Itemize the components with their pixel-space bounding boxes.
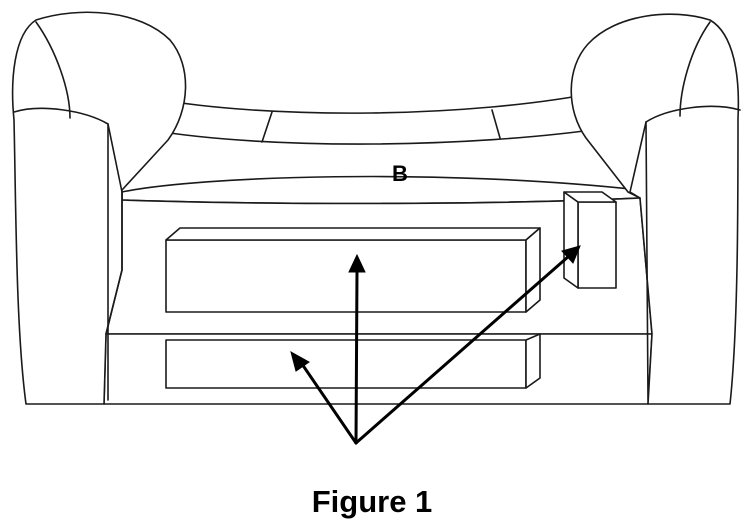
side-pocket-top bbox=[563, 191, 617, 203]
pointer-arrows bbox=[290, 245, 581, 445]
side-pocket-left bbox=[563, 191, 579, 289]
lower-cavity-front bbox=[165, 339, 527, 389]
figure-caption: Figure 1 bbox=[311, 484, 433, 519]
right-inner-panel bbox=[629, 121, 647, 199]
left-armrest-top-curve bbox=[35, 21, 71, 119]
arrow-to-upper-cavity bbox=[354, 268, 359, 445]
backrest-seam-left bbox=[261, 111, 273, 143]
backrest-band bbox=[149, 91, 607, 145]
backrest-seam-right bbox=[491, 109, 501, 139]
right-armrest bbox=[570, 13, 740, 405]
arrow-head-lower-cavity bbox=[290, 350, 310, 372]
point-b-label: B bbox=[392, 161, 408, 186]
arrow-to-lower-cavity bbox=[300, 362, 358, 445]
arrow-head-side-pocket bbox=[561, 245, 581, 264]
seat-top bbox=[121, 175, 641, 205]
upper-cavity-front bbox=[165, 239, 527, 313]
right-armrest-top-curve bbox=[679, 21, 711, 117]
lower-cavity-side bbox=[525, 333, 541, 389]
right-armrest-scroll bbox=[645, 105, 741, 401]
side-pocket-front bbox=[577, 201, 617, 289]
upper-cavity-top bbox=[165, 227, 541, 241]
left-armrest-scroll bbox=[13, 107, 109, 401]
upper-cavity-side bbox=[525, 227, 541, 313]
arrow-head-upper-cavity bbox=[348, 253, 366, 273]
arrow-to-side-pocket bbox=[354, 254, 571, 445]
left-inner-panel bbox=[105, 123, 123, 335]
left-armrest bbox=[11, 11, 187, 405]
